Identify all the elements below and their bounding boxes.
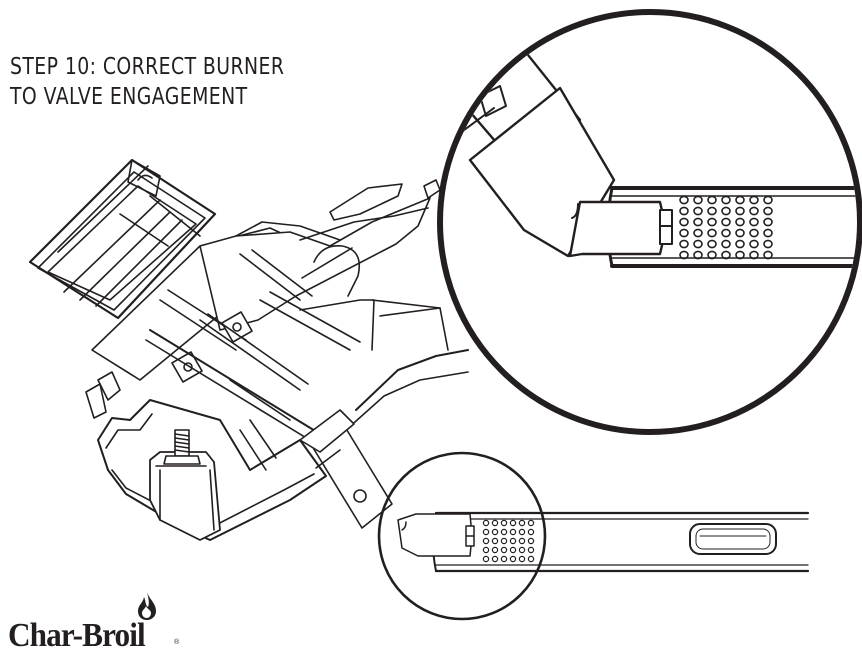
port-hole bbox=[482, 546, 490, 554]
port-hole bbox=[500, 519, 508, 527]
port-hole bbox=[721, 239, 731, 249]
port-hole bbox=[482, 528, 490, 536]
port-hole bbox=[527, 537, 535, 545]
port-hole bbox=[693, 239, 703, 249]
port-hole bbox=[693, 217, 703, 227]
port-hole bbox=[693, 195, 703, 205]
port-hole bbox=[749, 217, 759, 227]
valve-assembly bbox=[28, 158, 469, 541]
burner-tube-outer bbox=[299, 299, 469, 431]
port-hole bbox=[482, 519, 490, 527]
burner-port-holes bbox=[482, 519, 535, 563]
port-hole bbox=[509, 519, 517, 527]
port-hole bbox=[491, 555, 499, 563]
port-hole bbox=[679, 250, 689, 260]
port-hole bbox=[721, 217, 731, 227]
port-hole bbox=[491, 537, 499, 545]
port-hole bbox=[518, 519, 526, 527]
control-knob-housing bbox=[28, 158, 217, 320]
mounting-bracket bbox=[85, 371, 327, 541]
brand-name: Char-Broil bbox=[8, 617, 146, 654]
port-hole bbox=[735, 195, 745, 205]
port-hole bbox=[509, 555, 517, 563]
port-hole bbox=[763, 250, 773, 260]
port-hole bbox=[735, 250, 745, 260]
port-hole bbox=[491, 519, 499, 527]
valve-body bbox=[91, 179, 441, 451]
magnified-valve-tip bbox=[568, 200, 673, 258]
step-title-line-2: TO VALVE ENGAGEMENT bbox=[10, 84, 248, 110]
port-hole bbox=[749, 250, 759, 260]
port-hole bbox=[509, 537, 517, 545]
valve-stem bbox=[299, 409, 393, 529]
port-hole bbox=[679, 228, 689, 238]
port-hole bbox=[693, 206, 703, 216]
port-hole bbox=[527, 519, 535, 527]
port-hole bbox=[707, 206, 717, 216]
burner bbox=[432, 511, 810, 573]
small-detail-circle bbox=[377, 451, 547, 621]
port-hole bbox=[679, 239, 689, 249]
port-hole bbox=[679, 217, 689, 227]
port-hole bbox=[518, 555, 526, 563]
port-hole bbox=[527, 555, 535, 563]
step-title-line-1: STEP 10: CORRECT BURNER bbox=[10, 54, 285, 80]
port-hole bbox=[500, 546, 508, 554]
magnified-port-holes bbox=[679, 195, 773, 260]
port-hole bbox=[763, 228, 773, 238]
port-hole bbox=[518, 546, 526, 554]
port-hole bbox=[735, 206, 745, 216]
port-hole bbox=[749, 206, 759, 216]
port-hole bbox=[707, 250, 717, 260]
port-hole bbox=[518, 537, 526, 545]
port-hole bbox=[491, 546, 499, 554]
port-hole bbox=[707, 195, 717, 205]
port-hole bbox=[707, 217, 717, 227]
port-hole bbox=[693, 250, 703, 260]
flame-icon bbox=[138, 592, 156, 620]
port-hole bbox=[763, 239, 773, 249]
port-hole bbox=[707, 228, 717, 238]
port-hole bbox=[721, 195, 731, 205]
port-hole bbox=[509, 528, 517, 536]
port-hole bbox=[527, 546, 535, 554]
port-hole bbox=[721, 250, 731, 260]
port-hole bbox=[707, 239, 717, 249]
small-valve-tip bbox=[397, 513, 475, 557]
port-hole bbox=[735, 239, 745, 249]
port-hole bbox=[749, 228, 759, 238]
port-hole bbox=[500, 555, 508, 563]
port-hole bbox=[763, 217, 773, 227]
port-hole bbox=[763, 206, 773, 216]
port-hole bbox=[482, 537, 490, 545]
port-hole bbox=[500, 528, 508, 536]
port-hole bbox=[491, 528, 499, 536]
port-hole bbox=[500, 537, 508, 545]
port-hole bbox=[679, 206, 689, 216]
port-hole bbox=[721, 206, 731, 216]
burner-slot bbox=[689, 523, 777, 555]
port-hole bbox=[518, 528, 526, 536]
port-hole bbox=[679, 195, 689, 205]
port-hole bbox=[721, 228, 731, 238]
port-hole bbox=[693, 228, 703, 238]
port-hole bbox=[763, 195, 773, 205]
port-hole bbox=[482, 555, 490, 563]
port-hole bbox=[509, 546, 517, 554]
port-hole bbox=[527, 528, 535, 536]
trademark-symbol: ® bbox=[174, 639, 180, 646]
port-hole bbox=[749, 239, 759, 249]
port-hole bbox=[749, 195, 759, 205]
port-hole bbox=[735, 217, 745, 227]
mounting-screw bbox=[163, 429, 201, 465]
port-hole bbox=[735, 228, 745, 238]
